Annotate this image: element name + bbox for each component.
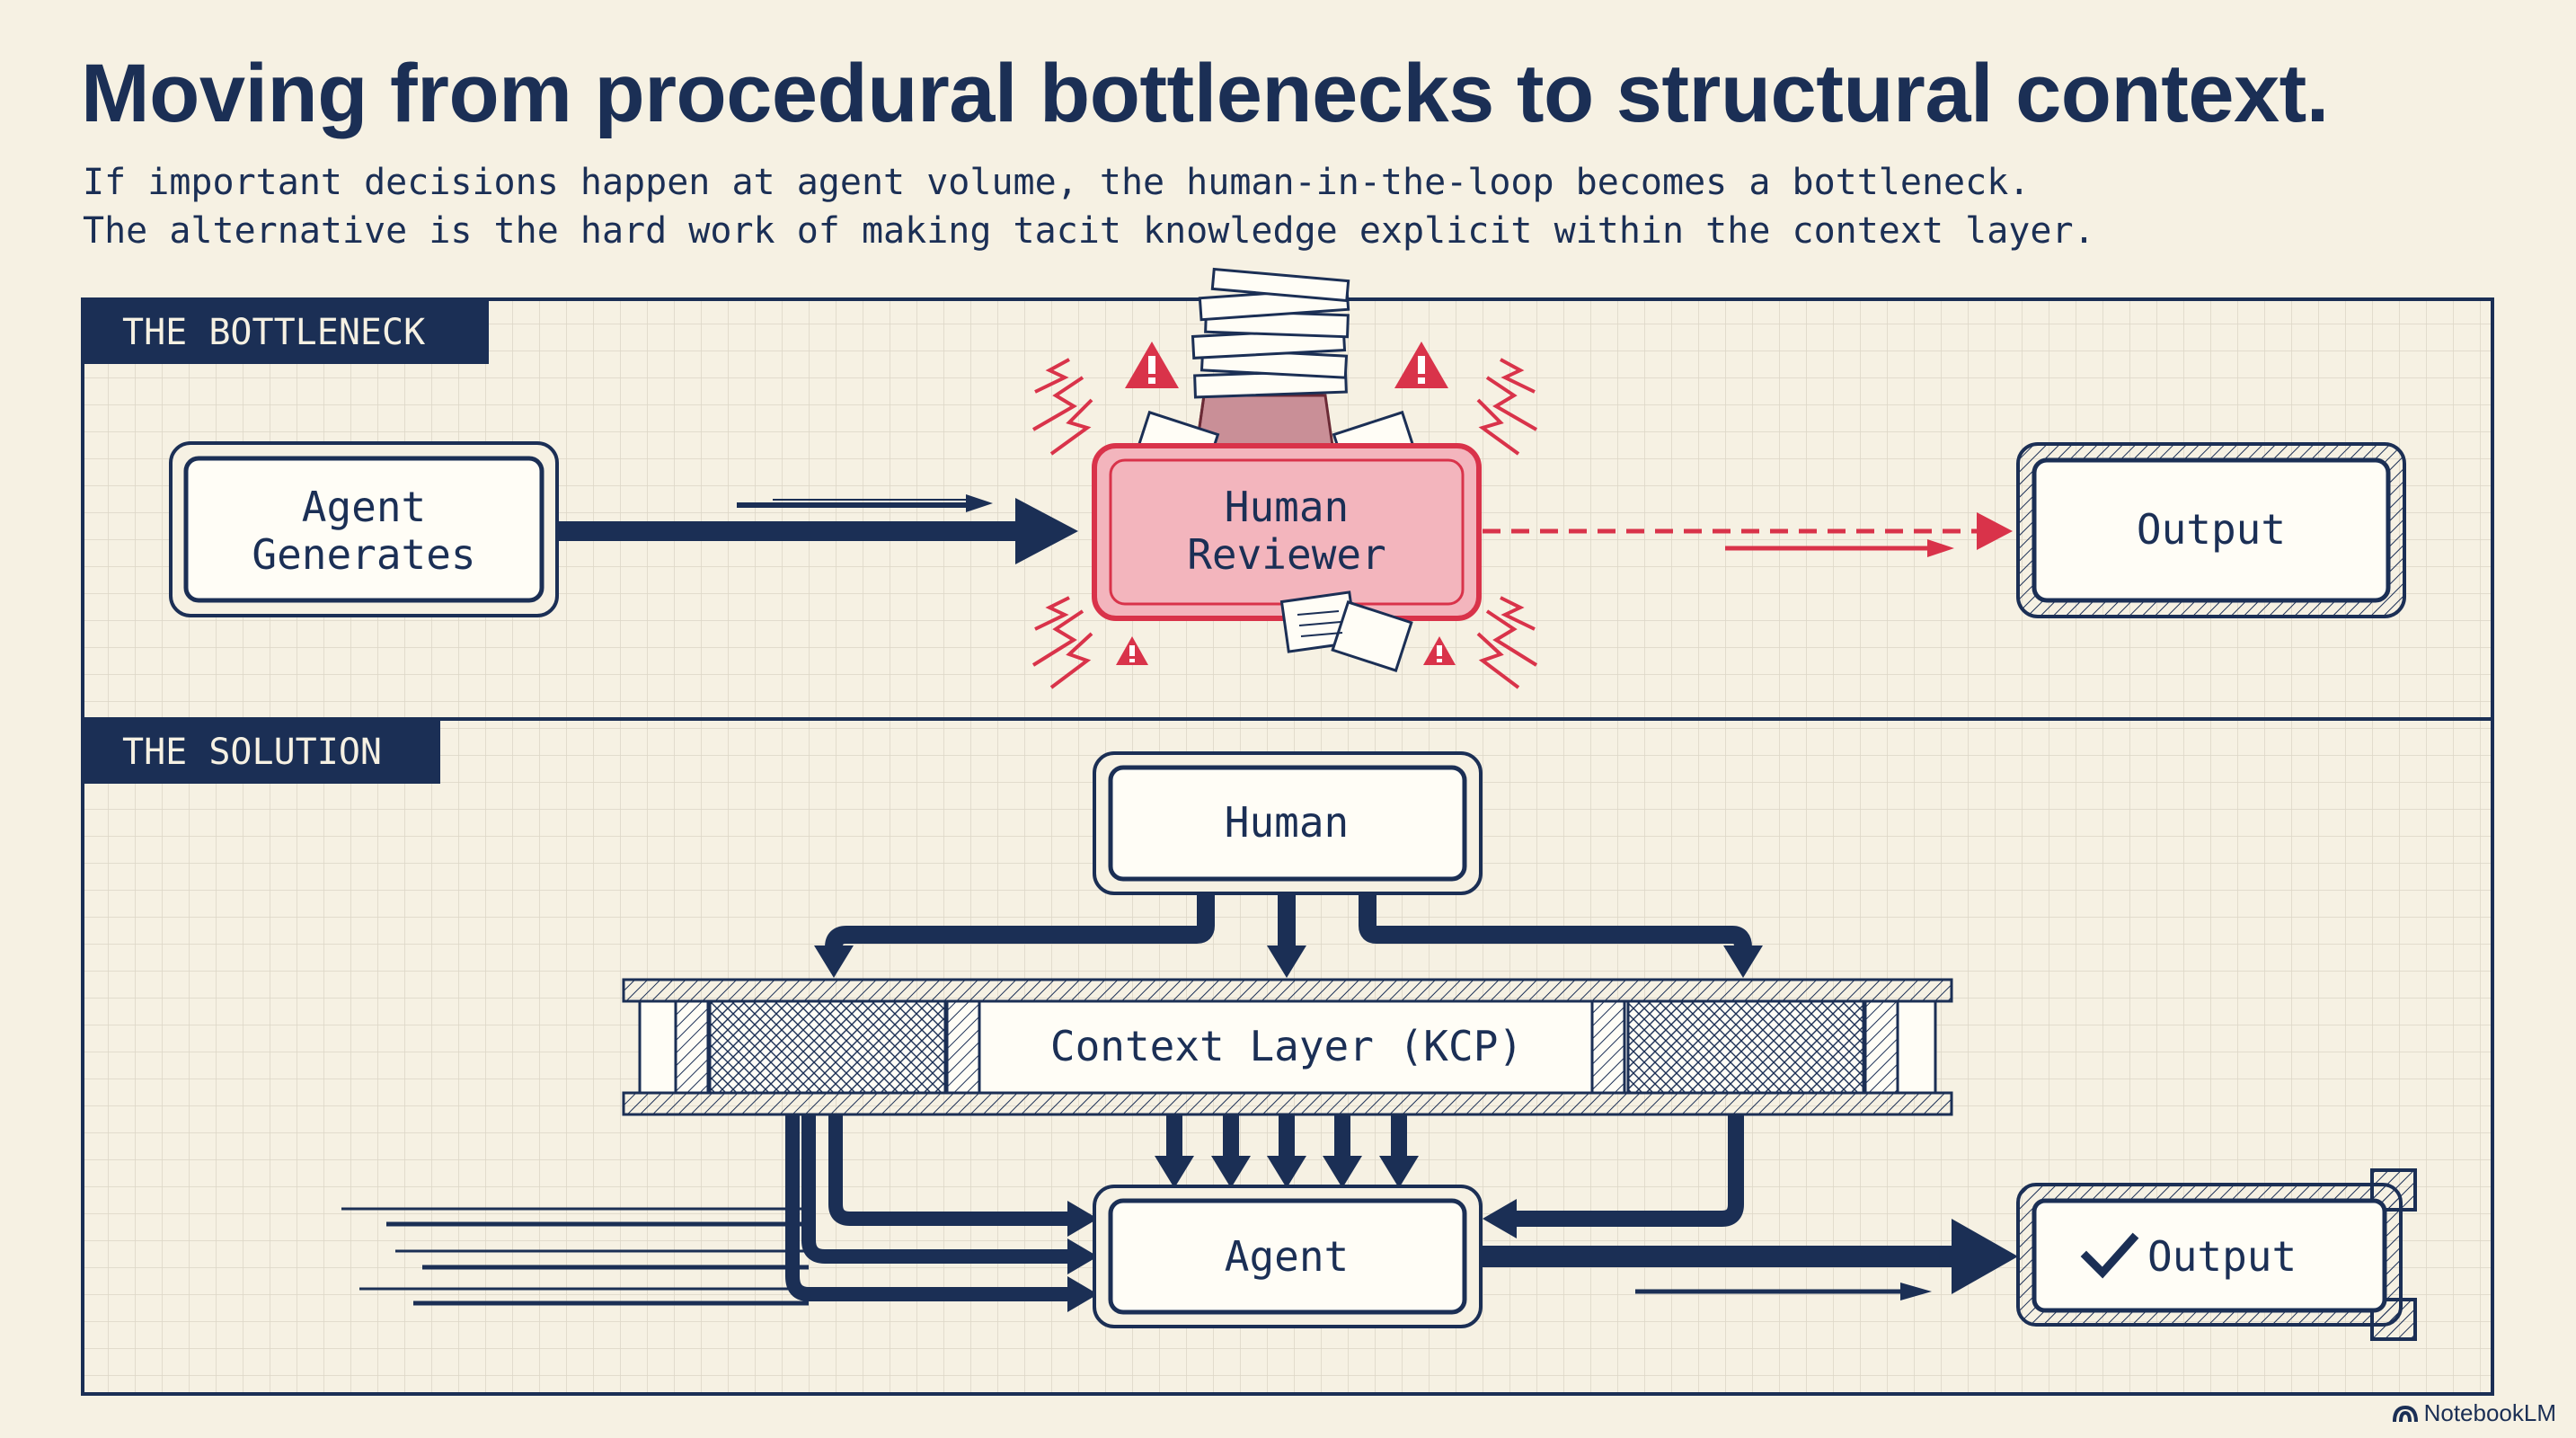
human-label: Human: [1225, 798, 1349, 847]
context-layer-bar: Context Layer (KCP): [622, 978, 1953, 1116]
warning-icon: [1116, 342, 1456, 665]
human-reviewer-label-2: Reviewer: [1187, 530, 1386, 579]
bottleneck-label: THE BOTTLENECK: [122, 312, 425, 353]
agent-generates-label-2: Generates: [252, 530, 475, 579]
solution-label: THE SOLUTION: [122, 732, 382, 773]
page-title: Moving from procedural bottlenecks to st…: [81, 48, 2329, 139]
chaos-burst-icons: [1031, 358, 1538, 689]
arrow-agent-to-output: [1481, 1219, 2018, 1300]
arrowheads-human-to-context: [814, 945, 1763, 978]
human-reviewer-label-1: Human: [1225, 483, 1349, 531]
falling-papers-icon: [1279, 590, 1413, 672]
agent-generates-label-1: Agent: [302, 483, 426, 531]
right-loop-context-to-agent: [1483, 1114, 1744, 1238]
speed-lines: [341, 1207, 809, 1306]
arrow-agent-to-reviewer: [557, 494, 1078, 564]
left-loop-arrowheads: [1067, 1201, 1098, 1312]
bottleneck-output-box: Output: [2016, 442, 2406, 618]
bottleneck-output-label: Output: [2137, 505, 2286, 554]
agent-generates-box: Agent Generates: [169, 441, 559, 617]
dashed-arrow-reviewer-to-output: [1483, 512, 2013, 557]
human-box: Human: [1093, 751, 1483, 895]
bottleneck-label-bg: [83, 299, 489, 364]
arrows-context-to-agent: [1155, 1114, 1419, 1188]
solution-output-label: Output: [2147, 1232, 2297, 1281]
agent-label: Agent: [1225, 1232, 1349, 1281]
solution-output-box: Output: [2016, 1168, 2417, 1341]
notebooklm-branding: NotebookLM: [2392, 1399, 2556, 1427]
notebooklm-logo-icon: [2392, 1405, 2418, 1422]
solution-label-bg: [83, 719, 440, 784]
left-loops-context-to-agent: [785, 1114, 1075, 1301]
checkmark-icon: [2080, 1232, 2139, 1279]
subtitle-line-2: The alternative is the hard work of maki…: [83, 210, 2095, 252]
notebooklm-brand-name: NotebookLM: [2423, 1399, 2556, 1426]
arrows-human-to-context: [825, 893, 1752, 956]
context-layer-label: Context Layer (KCP): [1050, 1022, 1523, 1070]
human-reviewer-box: Human Reviewer: [1092, 443, 1482, 621]
agent-box: Agent: [1093, 1185, 1483, 1328]
subtitle-line-1: If important decisions happen at agent v…: [83, 162, 2031, 203]
